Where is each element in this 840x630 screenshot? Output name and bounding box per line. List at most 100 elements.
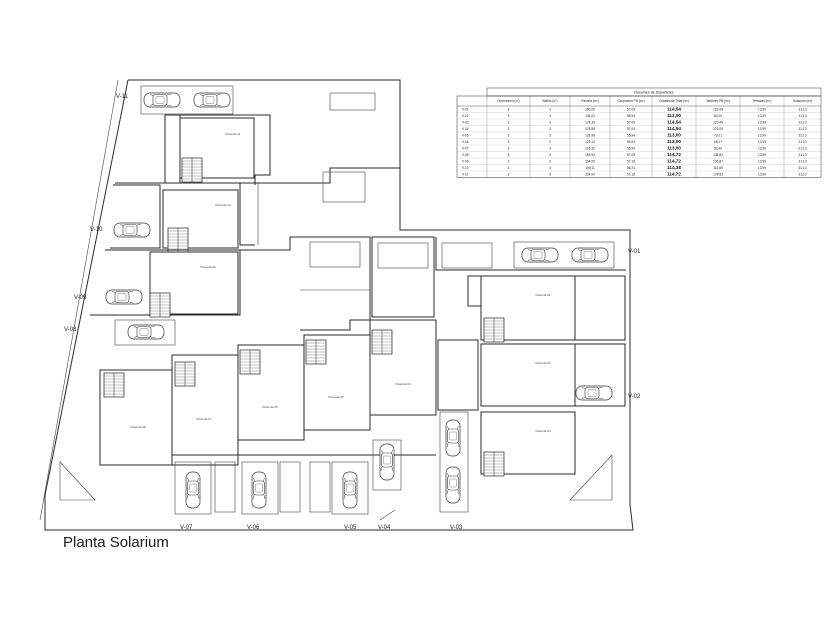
room-v10 <box>162 189 239 249</box>
table-cell: 83,46 <box>714 147 722 151</box>
parking-v06 <box>241 461 279 515</box>
stair-icon <box>483 451 505 477</box>
table-cell: 57,09 <box>627 127 635 131</box>
table-cell: 114,72 <box>667 159 681 164</box>
svg-text:Vivienda 06: Vivienda 06 <box>262 405 278 409</box>
car-icon <box>521 247 559 263</box>
svg-text:Vivienda 08: Vivienda 08 <box>130 425 146 429</box>
car-icon <box>251 471 267 509</box>
table-cell: 3 <box>549 108 551 112</box>
table-header: Ocupación PB (m²) <box>617 99 644 103</box>
table-cell: 126,26 <box>585 147 595 151</box>
table-cell: 195,93 <box>585 153 595 157</box>
table-cell: 3 <box>508 114 510 118</box>
table-cell: 13,99 <box>758 140 766 144</box>
unit-label-v09: V-09 <box>74 295 87 301</box>
table-cell: 113,00 <box>667 146 681 151</box>
stair-icon <box>181 157 203 183</box>
table-cell: V-09 <box>462 160 469 164</box>
unit-label-v05: V-05 <box>344 525 357 531</box>
table-cell: 234,00 <box>585 173 595 177</box>
table-cell: 169,11 <box>585 166 595 170</box>
table-cell: 123,09 <box>713 127 723 131</box>
table-cell: 113,00 <box>667 113 681 118</box>
car-icon <box>193 92 231 108</box>
table-cell: 113,00 <box>667 133 681 138</box>
table-cell: 3 <box>549 121 551 125</box>
table-header: Parcela (m²) <box>581 99 599 103</box>
table-cell: 114,54 <box>667 126 681 131</box>
table-cell: V-11 <box>462 173 469 177</box>
parking-v01 <box>513 241 615 269</box>
table-cell: 3 <box>549 147 551 151</box>
parking-v04 <box>372 439 402 491</box>
table-cell: 3 <box>508 173 510 177</box>
pool-v05 <box>309 241 361 268</box>
table-cell: 176,83 <box>713 173 723 177</box>
table-header: Jardines PB (m²) <box>706 99 730 103</box>
svg-text:Vivienda 11: Vivienda 11 <box>225 132 241 136</box>
table-header: Baños (nº) <box>543 99 558 103</box>
unit-label-v08: V-08 <box>64 327 77 333</box>
unit-label-v07: V-07 <box>180 525 193 531</box>
table-cell: 57,18 <box>627 160 635 164</box>
parking-v05 <box>331 461 369 515</box>
svg-text:Vivienda 09: Vivienda 09 <box>200 265 216 269</box>
table-cell: V-02 <box>462 114 469 118</box>
pool-v03 <box>441 242 493 269</box>
table-cell: 13,99 <box>758 127 766 131</box>
table-cell: 31,13 <box>799 160 807 164</box>
svg-text:Vivienda 04: Vivienda 04 <box>395 382 411 386</box>
table-cell: V-04 <box>462 127 469 131</box>
table-cell: 3 <box>508 166 510 170</box>
table-cell: V-10 <box>462 166 469 170</box>
table-cell: 120,49 <box>713 121 723 125</box>
table-cell: 178,39 <box>585 121 595 125</box>
site-boundary <box>44 79 634 531</box>
stair-icon <box>305 339 327 365</box>
table-cell: 3 <box>508 127 510 131</box>
table-cell: 3 <box>508 147 510 151</box>
table-cell: 113,00 <box>667 139 681 144</box>
unit-label-v11: V-11 <box>116 94 129 100</box>
table-cell: 180,00 <box>585 108 595 112</box>
street-edge-left <box>39 79 119 521</box>
table-cell: 31,13 <box>799 114 807 118</box>
pool-v10 <box>322 171 366 203</box>
table-header: Solarium (m²) <box>793 99 812 103</box>
table-cell: V-08 <box>462 153 469 157</box>
table-cell: V-07 <box>462 147 469 151</box>
table-cell: 57,09 <box>627 153 635 157</box>
pool-v04 <box>377 242 429 269</box>
table-cell: 57,18 <box>627 173 635 177</box>
table-header: Construida Total (m²) <box>659 99 689 103</box>
parking-v07 <box>174 461 212 515</box>
unit-label-v03: V-03 <box>450 525 463 531</box>
table-cell: 31,13 <box>799 121 807 125</box>
table-cell: 3 <box>549 127 551 131</box>
table-cell: 3 <box>508 160 510 164</box>
table-cell: 31,13 <box>799 153 807 157</box>
table-cell: 55,94 <box>627 140 635 144</box>
table-cell: 57,09 <box>627 121 635 125</box>
table-cell: 3 <box>508 140 510 144</box>
stair-icon <box>483 317 505 343</box>
stair-icon <box>239 349 261 375</box>
table-cell: 112,80 <box>713 166 723 170</box>
car-icon <box>445 419 461 457</box>
table-cell: V-03 <box>462 121 469 125</box>
table-cell: 114,54 <box>667 120 681 125</box>
table-cell: 13,99 <box>758 108 766 112</box>
pool-v11 <box>329 92 376 111</box>
table-cell: 128,96 <box>585 134 595 138</box>
car-icon <box>445 466 461 504</box>
table-cell: 3 <box>508 121 510 125</box>
table-cell: 55,94 <box>627 114 635 118</box>
table-cell: 13,99 <box>758 114 766 118</box>
unit-label-v10: V-10 <box>90 227 103 233</box>
unit-label-v02: V-02 <box>628 394 641 400</box>
table-cell: 3 <box>549 134 551 138</box>
stair-icon <box>174 361 196 387</box>
